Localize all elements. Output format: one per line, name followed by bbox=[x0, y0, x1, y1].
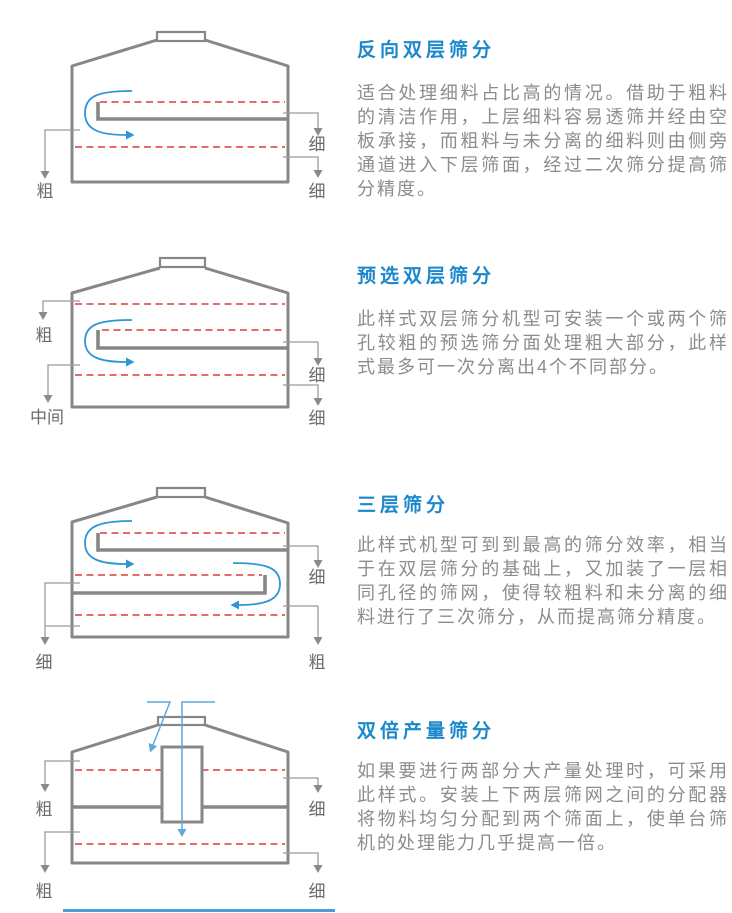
upper-blank-plate bbox=[96, 533, 288, 552]
section-body-2: 此样式双层筛分机型可安装一个或两个筛孔较粗的预选筛分面处理粗大部分，此样式最多可… bbox=[357, 309, 729, 377]
outlet-line-right-top bbox=[283, 545, 319, 560]
outlet-line-left bbox=[44, 129, 80, 171]
diagram-triple-deck: 细 细 粗 bbox=[36, 486, 326, 672]
outlet-arrow-icon bbox=[313, 637, 323, 645]
section-body-1: 适合处理细料占比高的情况。借助于粗料的清洁作用，上层细料容易透筛并经由空板承接，… bbox=[357, 83, 729, 199]
blank-plate bbox=[96, 330, 288, 350]
outlet-line-right-top bbox=[283, 341, 319, 358]
outlet-label-fine: 细 bbox=[36, 653, 53, 672]
feed-inlet bbox=[155, 30, 207, 43]
outlet-line-left-bottom bbox=[44, 831, 80, 865]
section-body-4: 如果要进行两部分大产量处理时，可采用此样式。安装上下两层筛网之间的分配器将物料均… bbox=[357, 761, 729, 853]
section-title-1: 反向双层筛分 bbox=[357, 40, 496, 61]
machine-body bbox=[70, 495, 290, 639]
outlet-label-coarse: 粗 bbox=[36, 882, 53, 900]
outlet-arrow-icon bbox=[313, 865, 323, 873]
section-body-3: 此样式机型可到到最高的筛分效率，相当于在双层筛分的基础上，又加装了一层相同孔径的… bbox=[357, 535, 729, 627]
outlet-label-fine: 细 bbox=[309, 800, 326, 819]
flow-curve bbox=[84, 319, 133, 363]
flow-curve bbox=[84, 90, 133, 136]
outlet-label-coarse: 粗 bbox=[309, 653, 326, 672]
feed-line-lower bbox=[181, 701, 215, 829]
outlet-label-fine: 细 bbox=[309, 366, 326, 385]
diagram-reverse-double-deck: 粗 细 细 bbox=[37, 30, 326, 201]
outlet-line-right-bottom bbox=[283, 384, 319, 398]
outlet-arrow-icon bbox=[40, 637, 50, 645]
feed-arrow-icon bbox=[148, 743, 158, 753]
outlet-arrow-icon bbox=[313, 785, 323, 793]
outlet-label-fine: 细 bbox=[309, 882, 326, 900]
outlet-arrow-icon bbox=[43, 395, 53, 403]
outlet-arrow-icon bbox=[38, 312, 48, 320]
outlet-label-coarse: 粗 bbox=[36, 800, 53, 819]
flow-arrow-icon bbox=[126, 559, 135, 569]
outlet-arrow-icon bbox=[313, 560, 323, 568]
outlet-line-right-top bbox=[283, 112, 319, 128]
lower-blank-plate bbox=[72, 575, 267, 595]
outlet-line-right-bottom bbox=[283, 852, 319, 865]
machine-body bbox=[70, 266, 290, 409]
flow-curve-left bbox=[84, 520, 133, 565]
outlet-line-left-top bbox=[44, 760, 80, 784]
outlet-label-coarse: 粗 bbox=[36, 326, 53, 345]
feed-inlet bbox=[158, 256, 207, 269]
outlet-label-fine: 细 bbox=[309, 135, 326, 154]
diagram-preselection-double-deck: 粗 中间 细 细 bbox=[30, 256, 326, 427]
outlet-label-coarse: 粗 bbox=[37, 182, 54, 201]
section-title-4: 双倍产量筛分 bbox=[357, 721, 496, 742]
diagram-double-capacity: 粗 细 粗 细 bbox=[36, 701, 326, 900]
outlet-arrow-icon bbox=[40, 865, 50, 873]
outlet-line-right-bottom bbox=[283, 156, 319, 170]
flow-arrow-icon bbox=[230, 600, 239, 610]
blank-plate bbox=[96, 102, 288, 121]
outlet-arrow-icon bbox=[313, 170, 323, 178]
outlet-arrow-icon bbox=[313, 128, 323, 136]
outlet-line-right-bottom bbox=[283, 605, 319, 637]
outlet-label-fine: 细 bbox=[309, 409, 326, 427]
outlet-label-fine: 细 bbox=[309, 568, 326, 587]
feed-line-upper bbox=[147, 701, 172, 746]
section-title-3: 三层筛分 bbox=[357, 495, 450, 516]
outlet-line-right-top bbox=[283, 777, 319, 785]
outlet-arrow-icon bbox=[313, 358, 323, 366]
outlet-label-middle: 中间 bbox=[30, 408, 64, 427]
section-title-2: 预选双层筛分 bbox=[357, 266, 496, 287]
outlet-arrow-icon bbox=[313, 398, 323, 406]
outlet-arrow-icon bbox=[40, 171, 50, 179]
outlet-line-left-top bbox=[42, 300, 80, 312]
flow-curve-right bbox=[232, 562, 281, 606]
footer-accent-line bbox=[63, 909, 335, 912]
flow-arrow-icon bbox=[126, 130, 135, 140]
feed-arrow-icon bbox=[177, 829, 187, 837]
outlet-arrow-icon bbox=[40, 784, 50, 792]
outlet-line-left-bottom bbox=[47, 364, 80, 395]
machine-body bbox=[70, 723, 290, 865]
feed-inlet bbox=[155, 486, 207, 499]
outlet-line-left bbox=[44, 582, 80, 637]
outlet-label-fine: 细 bbox=[309, 182, 326, 201]
machine-body bbox=[70, 38, 290, 184]
flow-arrow-icon bbox=[126, 357, 135, 367]
